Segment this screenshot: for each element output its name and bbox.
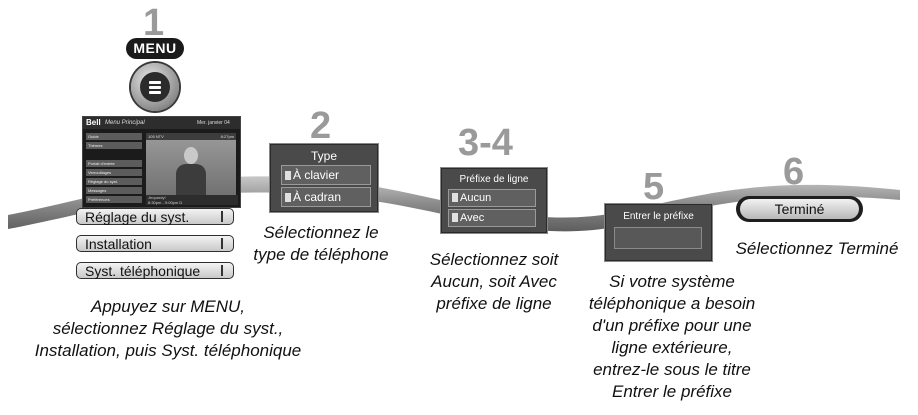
tv-menu-item: Portail d'entrée	[86, 160, 142, 167]
prefix-option-avec: Avec	[448, 209, 536, 227]
menu-path-reglage: Réglage du syst.	[76, 208, 234, 225]
termine-button-label: Terminé	[740, 199, 859, 219]
caption-line: Appuyez sur MENU,	[91, 297, 245, 316]
caption-line: Aucun, soit Avec	[431, 272, 557, 291]
step-6-number: 6	[783, 151, 805, 193]
menu-path-installation: Installation	[76, 235, 234, 252]
tv-menu-item: Messages	[86, 187, 142, 194]
step-3-4-number: 3-4	[458, 122, 513, 164]
caption-line: sélectionnez Réglage du syst.,	[52, 319, 284, 338]
bell-logo: Bell	[86, 118, 101, 127]
step-2-number: 2	[310, 105, 332, 147]
step-1-caption: Appuyez sur MENU, sélectionnez Réglage d…	[0, 296, 336, 362]
type-option-clavier: À clavier	[281, 165, 371, 185]
type-option-cadran-label: À cadran	[293, 190, 342, 204]
tv-program-info: Jeopardy! 8:30pm - 9:00pm D	[146, 195, 238, 205]
caption-line: entrez-le sous le titre	[593, 360, 751, 379]
document-icon	[285, 171, 291, 180]
tv-menu-item: Thèmes	[86, 142, 142, 149]
document-icon	[452, 193, 458, 202]
caption-line: type de téléphone	[253, 245, 389, 264]
caption-line: Installation, puis Syst. téléphonique	[34, 341, 302, 360]
step-6-caption: Sélectionnez Terminé	[719, 238, 915, 260]
tv-menu-item: Verrouillages	[86, 169, 142, 176]
caption-line: préfixe de ligne	[436, 294, 552, 313]
tv-menu-item	[86, 151, 142, 158]
menu-button-icon	[131, 63, 179, 111]
tv-channel-bar: 105 NTV 8:27pm	[146, 133, 236, 140]
type-panel-title: Type	[310, 149, 337, 163]
caption-line: Si votre système	[609, 272, 735, 291]
tv-menu-item: Préférences	[86, 196, 142, 203]
type-option-cadran: À cadran	[281, 187, 371, 207]
prefix-panel-title: Préfixe de ligne	[459, 174, 529, 185]
caption-line: Sélectionnez le	[263, 223, 379, 242]
document-icon	[285, 193, 291, 202]
tv-header: Bell Menu Principal Mer. janvier 04	[83, 117, 240, 129]
caption-line: d'un préfixe pour une	[592, 316, 752, 335]
caption-line: ligne extérieure,	[611, 338, 733, 357]
step-2-caption: Sélectionnez le type de téléphone	[236, 222, 406, 266]
step-1-number: 1	[143, 2, 165, 44]
prefix-panel: Préfixe de ligne Aucun Avec	[441, 168, 547, 233]
type-option-clavier-label: À clavier	[293, 168, 340, 182]
menu-label: MENU	[126, 38, 184, 59]
entry-panel: Entrer le préfixe	[605, 204, 712, 261]
caption-line: téléphonique a besoin	[588, 294, 756, 313]
caption-line: Sélectionnez soit	[429, 250, 559, 269]
step-5-number: 5	[643, 166, 665, 208]
menu-path-syst-telephonique-label: Syst. téléphonique	[85, 263, 201, 279]
tv-channel: 105 NTV	[148, 134, 164, 139]
prefix-entry-field	[614, 227, 702, 249]
tv-main-menu-screen: Bell Menu Principal Mer. janvier 04 Guid…	[82, 116, 241, 208]
menu-path-installation-label: Installation	[85, 236, 152, 252]
document-icon	[452, 213, 458, 222]
tv-menu-item: Guide	[86, 133, 142, 140]
tv-menu-list: Guide Thèmes Portail d'entrée Verrouilla…	[86, 133, 142, 205]
caption-line: Sélectionnez Terminé	[735, 239, 899, 258]
tv-program-title: Jeopardy!	[148, 195, 166, 200]
menu-path-reglage-label: Réglage du syst.	[85, 209, 190, 225]
step-3-4-caption: Sélectionnez soit Aucun, soit Avec préfi…	[413, 249, 575, 315]
tv-program-time: 8:30pm - 9:00pm D	[148, 200, 183, 205]
type-panel: Type À clavier À cadran	[270, 144, 378, 212]
tv-video-preview: 105 NTV 8:27pm Jeopardy! 8:30pm - 9:00pm…	[146, 133, 238, 205]
tv-menu-item: Réglage du syst.	[86, 178, 142, 185]
tv-header-date: Mer. janvier 04	[197, 120, 230, 126]
prefix-option-aucun: Aucun	[448, 189, 536, 207]
entry-panel-title: Entrer le préfixe	[623, 211, 694, 222]
caption-line: Entrer le préfixe	[612, 382, 732, 401]
step-5-caption: Si votre système téléphonique a besoin d…	[572, 271, 772, 403]
prefix-option-avec-label: Avec	[460, 212, 485, 224]
termine-button: Terminé	[736, 196, 863, 222]
tv-time: 8:27pm	[220, 134, 234, 139]
tv-header-title: Menu Principal	[105, 120, 145, 126]
menu-path-syst-telephonique: Syst. téléphonique	[76, 262, 234, 279]
prefix-option-aucun-label: Aucun	[460, 192, 492, 204]
